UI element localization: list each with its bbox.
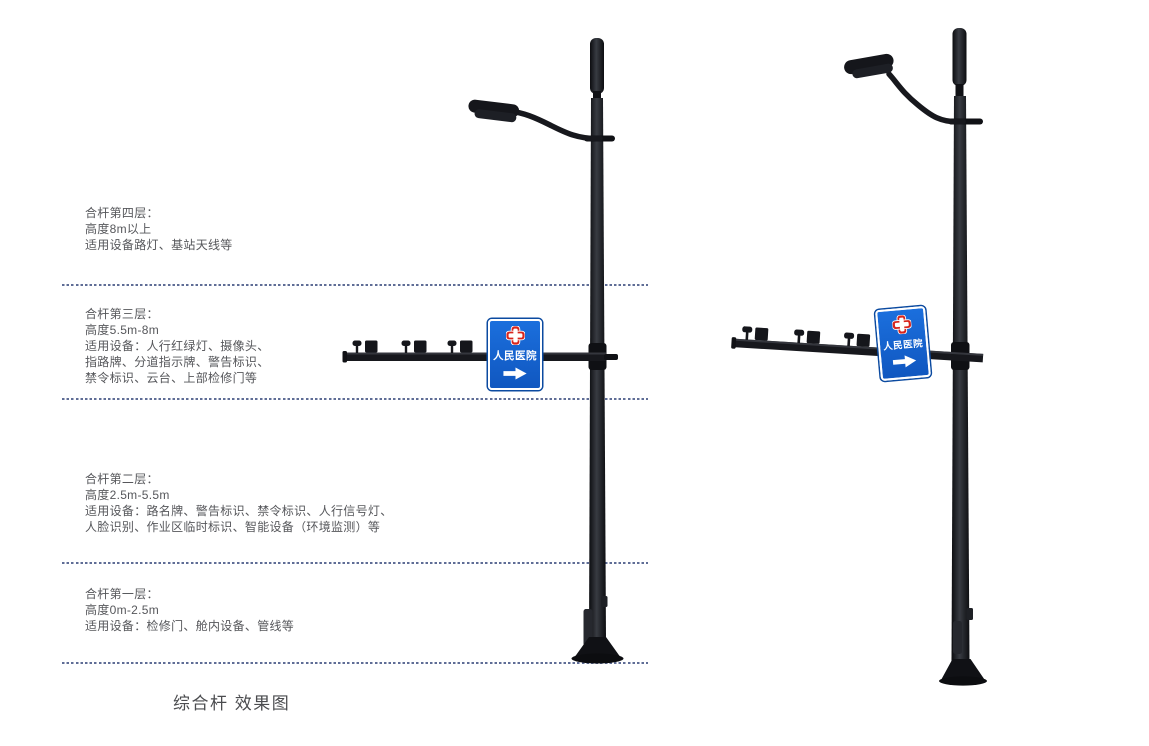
- pole-fitting: [601, 596, 608, 607]
- divider-layer4: [62, 284, 648, 286]
- layer2-line: 适用设备：路名牌、警告标识、禁令标识、人行信号灯、: [85, 504, 393, 518]
- divider-layer3: [62, 398, 648, 400]
- layer4-title: 合杆第四层：: [85, 206, 159, 220]
- pole-base-plate: [571, 653, 624, 664]
- layer3-line: 适用设备：人行红绿灯、摄像头、: [85, 339, 270, 353]
- pole-shaft: [951, 96, 970, 662]
- left-pole: [342, 38, 624, 664]
- layer1-line: 适用设备：检修门、舱内设备、管线等: [85, 619, 295, 633]
- device-box: [806, 330, 821, 344]
- divider-layer1: [62, 662, 648, 664]
- device-box: [460, 340, 473, 353]
- maintenance-door: [953, 621, 962, 654]
- annotation-layer1: 合杆第一层： 高度0m-2.5m 适用设备：检修门、舱内设备、管线等: [85, 586, 294, 634]
- pole-base-plate: [939, 676, 987, 686]
- pole-base: [574, 637, 621, 658]
- divider-layer2: [62, 562, 648, 564]
- hospital-sign-text: 人民医院: [493, 350, 537, 362]
- pole-fitting: [966, 608, 973, 620]
- crossbar-endcap: [731, 337, 737, 349]
- diagram-caption: 综合杆 效果图: [173, 694, 291, 713]
- maintenance-door: [583, 609, 593, 646]
- crossbar-endcap: [342, 351, 347, 363]
- camera-icon: [794, 329, 805, 344]
- hospital-cross-icon: [505, 325, 525, 346]
- layer1-title: 合杆第一层：: [85, 587, 159, 601]
- annotation-layer2: 合杆第二层： 高度2.5m-5.5m 适用设备：路名牌、警告标识、禁令标识、人行…: [85, 471, 393, 535]
- layer4-line: 高度8m以上: [85, 222, 152, 236]
- layer3-title: 合杆第三层：: [85, 307, 159, 321]
- camera-icon: [447, 340, 457, 353]
- layer2-line: 人脸识别、作业区临时标识、智能设备（环境监测）等: [85, 520, 381, 534]
- right-pole: [731, 28, 987, 686]
- street-light-head-icon: [468, 99, 520, 123]
- layer3-line: 指路牌、分道指示牌、警告标识、: [85, 355, 270, 369]
- layer2-title: 合杆第二层：: [85, 472, 159, 486]
- right-arrow-icon: [892, 354, 918, 369]
- crossbar-highlight: [344, 352, 606, 355]
- street-light-arm: [886, 71, 966, 125]
- camera-icon: [401, 340, 411, 353]
- antenna-joint: [955, 84, 964, 96]
- street-light-head-icon: [844, 53, 894, 79]
- device-box: [754, 327, 769, 341]
- hospital-cross-icon: [891, 314, 912, 335]
- layer3-line: 禁令标识、云台、上部检修门等: [85, 371, 258, 385]
- camera-icon: [844, 332, 855, 347]
- hospital-sign-left: 人民医院: [488, 319, 542, 390]
- camera-icon: [742, 326, 753, 341]
- layer2-line: 高度2.5m-5.5m: [85, 488, 170, 502]
- annotation-layer4: 合杆第四层： 高度8m以上 适用设备路灯、基站天线等: [85, 205, 233, 253]
- device-crossbar: [344, 352, 606, 361]
- right-arrow-icon: [502, 367, 528, 380]
- antenna-icon: [952, 28, 967, 86]
- hospital-sign-text: 人民医院: [882, 338, 924, 353]
- device-crossbar-group: [731, 326, 984, 363]
- layer1-line: 高度0m-2.5m: [85, 603, 160, 617]
- street-light-arm: [507, 108, 603, 142]
- pole-base: [940, 659, 986, 681]
- antenna-joint: [593, 91, 601, 100]
- layer4-line: 适用设备路灯、基站天线等: [85, 238, 233, 252]
- camera-icon: [352, 340, 362, 353]
- layer3-line: 高度5.5m-8m: [85, 323, 160, 337]
- annotation-layer3: 合杆第三层： 高度5.5m-8m 适用设备：人行红绿灯、摄像头、 指路牌、分道指…: [85, 306, 270, 386]
- device-box: [856, 333, 871, 347]
- device-box: [414, 340, 427, 353]
- crossbar-stub: [604, 354, 618, 360]
- hospital-sign-right: 人民医院: [875, 305, 931, 382]
- device-box: [365, 340, 378, 353]
- antenna-icon: [590, 38, 604, 94]
